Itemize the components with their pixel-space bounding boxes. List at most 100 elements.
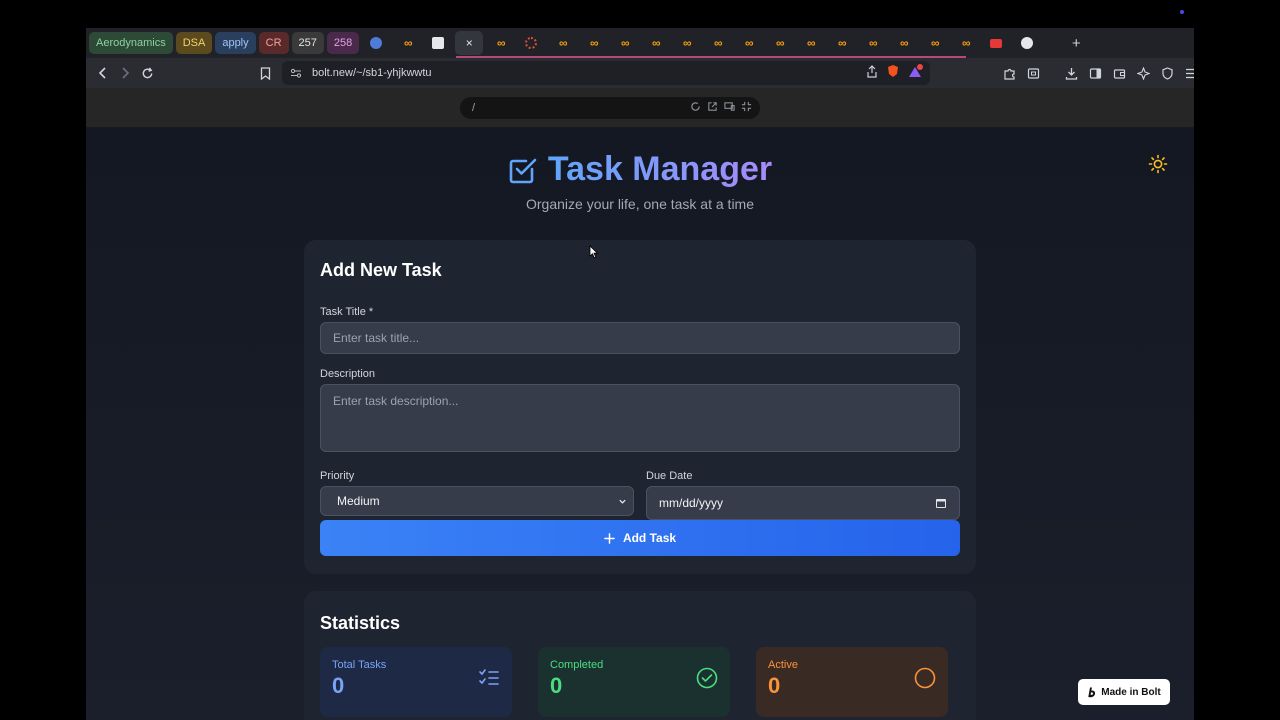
tab-favicon-10[interactable]: ∞ [641, 31, 669, 55]
download-icon [1065, 67, 1077, 80]
tab-favicon-13[interactable]: ∞ [734, 31, 762, 55]
bookmark-button[interactable] [254, 62, 276, 84]
description-textarea[interactable]: Enter task description... [320, 384, 960, 452]
add-task-button[interactable]: Add Task [320, 520, 960, 556]
tab-group-apply[interactable]: apply [215, 32, 256, 54]
tab-favicon-18[interactable]: ∞ [889, 31, 917, 55]
downloads-button[interactable] [1060, 62, 1082, 84]
infinity-icon: ∞ [868, 36, 877, 50]
tab-favicon-3[interactable] [424, 31, 452, 55]
infinity-icon: ∞ [930, 36, 939, 50]
tab-favicon-8[interactable]: ∞ [579, 31, 607, 55]
stat-completed-label: Completed [550, 659, 604, 671]
tab-favicon-16[interactable]: ∞ [827, 31, 855, 55]
chevron-right-icon [122, 67, 130, 79]
screenshot-button[interactable] [1022, 62, 1044, 84]
leo-ai-button[interactable] [1132, 62, 1154, 84]
tab-favicon-19[interactable]: ∞ [920, 31, 948, 55]
tab-favicon-12[interactable]: ∞ [703, 31, 731, 55]
back-button[interactable] [92, 62, 114, 84]
plus-icon [604, 532, 615, 544]
tab-group-underline [456, 56, 966, 58]
tab-active[interactable]: × [455, 31, 484, 55]
tab-favicon-youtube[interactable] [982, 31, 1010, 55]
tab-favicon-2[interactable]: ∞ [393, 31, 421, 55]
tab-group-cr[interactable]: CR [258, 32, 289, 54]
infinity-icon: ∞ [713, 36, 722, 50]
url-actions [866, 64, 924, 78]
wallet-button[interactable] [1108, 62, 1130, 84]
infinity-icon: ∞ [558, 36, 567, 50]
preview-actions [690, 101, 752, 112]
reload-icon[interactable] [690, 101, 701, 112]
made-in-bolt-badge[interactable]: Made in Bolt [1078, 679, 1170, 705]
external-link-icon[interactable] [707, 101, 718, 112]
check-circle-icon [696, 667, 718, 689]
tab-group-257[interactable]: 257 [291, 32, 324, 54]
circle-icon [914, 667, 936, 689]
tab-strip: Aerodynamics DSA apply CR 257 258 ∞ × ∞ … [86, 28, 1194, 58]
tab-group-aerodynamics[interactable]: Aerodynamics [89, 32, 173, 54]
add-task-heading: Add New Task [320, 260, 442, 280]
browser-toolbar: bolt.new/~/sb1-yhjkwwtu [86, 58, 1194, 88]
brave-rewards-icon[interactable] [908, 64, 924, 78]
stat-completed-value: 0 [550, 673, 563, 698]
new-tab-button[interactable]: + [1071, 34, 1081, 52]
tab-favicon-14[interactable]: ∞ [765, 31, 793, 55]
openai-icon [1021, 37, 1034, 49]
extensions-button[interactable] [998, 62, 1020, 84]
wallet-icon [1113, 68, 1125, 79]
shield-icon [1161, 66, 1173, 80]
sidebar-button[interactable] [1084, 62, 1106, 84]
preview-bar: / [86, 88, 1194, 128]
tab-favicon-11[interactable]: ∞ [672, 31, 700, 55]
sun-icon[interactable] [1148, 154, 1168, 174]
infinity-icon: ∞ [837, 36, 846, 50]
tab-group-dsa[interactable]: DSA [175, 32, 213, 54]
target-icon [525, 37, 538, 49]
due-date-label: Due Date [646, 470, 693, 482]
task-title-input[interactable]: Enter task title... [320, 322, 960, 354]
site-settings-icon[interactable] [290, 67, 302, 79]
tab-group-258[interactable]: 258 [326, 32, 360, 54]
reload-icon [142, 67, 152, 78]
tab-favicon-17[interactable]: ∞ [858, 31, 886, 55]
infinity-icon: ∞ [589, 36, 598, 50]
stat-active: Active 0 [756, 647, 948, 717]
priority-select[interactable]: Medium [320, 486, 634, 516]
forward-button[interactable] [114, 62, 136, 84]
preview-path[interactable]: / [472, 102, 476, 114]
statistics-heading: Statistics [320, 613, 401, 633]
puzzle-icon [1003, 68, 1015, 80]
tab-favicon-openai[interactable] [1013, 31, 1041, 55]
tab-favicon-7[interactable]: ∞ [548, 31, 576, 55]
infinity-icon: ∞ [682, 36, 691, 50]
task-title-label: Task Title * [320, 306, 374, 318]
fullscreen-icon[interactable] [741, 101, 752, 112]
vpn-button[interactable] [1156, 62, 1178, 84]
address-bar[interactable]: bolt.new/~/sb1-yhjkwwtu [282, 61, 930, 85]
sidebar-icon [1089, 67, 1101, 79]
bookmark-icon [260, 66, 270, 80]
tab-favicon-20[interactable]: ∞ [951, 31, 979, 55]
url-text[interactable]: bolt.new/~/sb1-yhjkwwtu [312, 67, 432, 79]
menu-button[interactable] [1180, 62, 1194, 84]
description-label: Description [320, 368, 376, 380]
calendar-icon[interactable] [935, 497, 947, 509]
share-icon[interactable] [866, 64, 878, 78]
reload-button[interactable] [136, 62, 158, 84]
tab-favicon-1[interactable] [362, 31, 390, 55]
tab-favicon-9[interactable]: ∞ [610, 31, 638, 55]
tab-favicon-5[interactable]: ∞ [486, 31, 514, 55]
brave-shields-icon[interactable] [886, 64, 900, 78]
due-date-input[interactable]: mm/dd/yyyy [646, 486, 960, 520]
add-task-button-label: Add Task [622, 531, 677, 545]
close-icon[interactable]: × [465, 36, 473, 50]
made-in-bolt-label: Made in Bolt [1101, 686, 1161, 698]
devices-icon[interactable] [724, 101, 735, 112]
preview-url-bar[interactable]: / [460, 97, 760, 119]
infinity-icon: ∞ [403, 36, 412, 50]
tab-favicon-6[interactable] [517, 31, 545, 55]
tab-favicon-15[interactable]: ∞ [796, 31, 824, 55]
